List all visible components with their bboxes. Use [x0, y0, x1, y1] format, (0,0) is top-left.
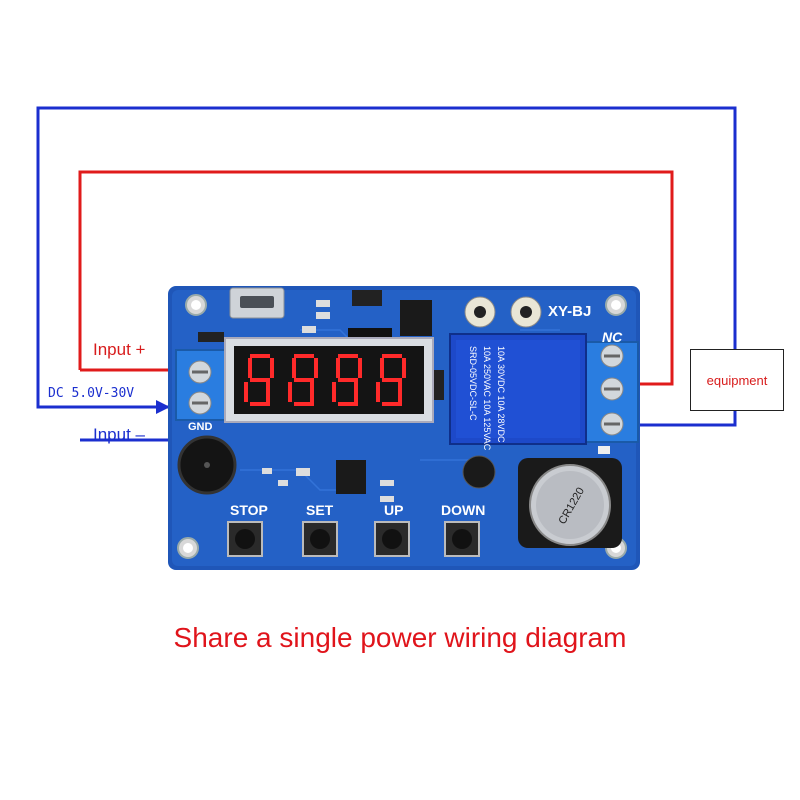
battery-holder: CR1220 — [518, 458, 622, 548]
input-terminal — [175, 349, 227, 421]
push-button-stop[interactable] — [227, 521, 263, 557]
equipment-label: equipment — [706, 372, 768, 388]
stop-label: STOP — [230, 502, 268, 518]
arrow-dc — [156, 400, 170, 414]
down-label: DOWN — [441, 502, 486, 518]
segment — [358, 358, 362, 378]
usb-port — [229, 287, 285, 319]
equipment-box: equipment — [690, 349, 784, 411]
segment — [382, 354, 402, 358]
segment — [338, 402, 358, 406]
segment — [294, 354, 314, 358]
segment — [310, 382, 314, 402]
segment — [354, 382, 358, 402]
segment — [402, 358, 406, 378]
segment — [244, 382, 248, 402]
segment — [266, 382, 270, 402]
capacitors — [462, 296, 542, 489]
input-minus-label: Input – — [93, 425, 145, 444]
segment — [382, 378, 402, 382]
segment — [338, 354, 358, 358]
segment — [398, 382, 402, 402]
segment — [376, 382, 380, 402]
segment — [250, 402, 270, 406]
push-button-down[interactable] — [444, 521, 480, 557]
segment — [288, 382, 292, 402]
board-model-label: XY-BJ — [548, 303, 592, 320]
segment — [294, 402, 314, 406]
caption: Share a single power wiring diagram — [173, 622, 627, 653]
segment — [382, 402, 402, 406]
display-digits — [244, 354, 406, 406]
red-wire — [78, 170, 674, 386]
segment — [314, 358, 318, 378]
relay-terminal — [585, 341, 639, 443]
status-led — [598, 446, 610, 454]
smd-components — [198, 290, 444, 502]
dc-range-label: DC 5.0V-30V — [48, 386, 135, 401]
segment — [338, 378, 358, 382]
relay — [449, 333, 587, 445]
relay-markings: SRD-05VDC-SL-C 10A 250VAC 10A 125VAC 10A 3… — [468, 346, 506, 451]
relay-marking: SRD-05VDC-SL-C — [468, 346, 478, 421]
segment — [250, 354, 270, 358]
segment — [380, 358, 384, 378]
segment — [248, 358, 252, 378]
segment — [250, 378, 270, 382]
push-button-up[interactable] — [374, 521, 410, 557]
nc-label: NC — [602, 329, 623, 345]
segment — [336, 358, 340, 378]
segment — [294, 378, 314, 382]
push-button-set[interactable] — [302, 521, 338, 557]
segment — [292, 358, 296, 378]
input-plus-label: Input + — [93, 340, 146, 359]
relay-marking: 10A 30VDC 10A 28VDC — [496, 346, 506, 443]
up-label: UP — [384, 502, 404, 518]
segment — [332, 382, 336, 402]
push-buttons — [227, 521, 480, 557]
set-label: SET — [306, 502, 334, 518]
gnd-label: GND — [188, 421, 213, 433]
segment — [270, 358, 274, 378]
relay-marking: 10A 250VAC 10A 125VAC — [482, 346, 492, 451]
